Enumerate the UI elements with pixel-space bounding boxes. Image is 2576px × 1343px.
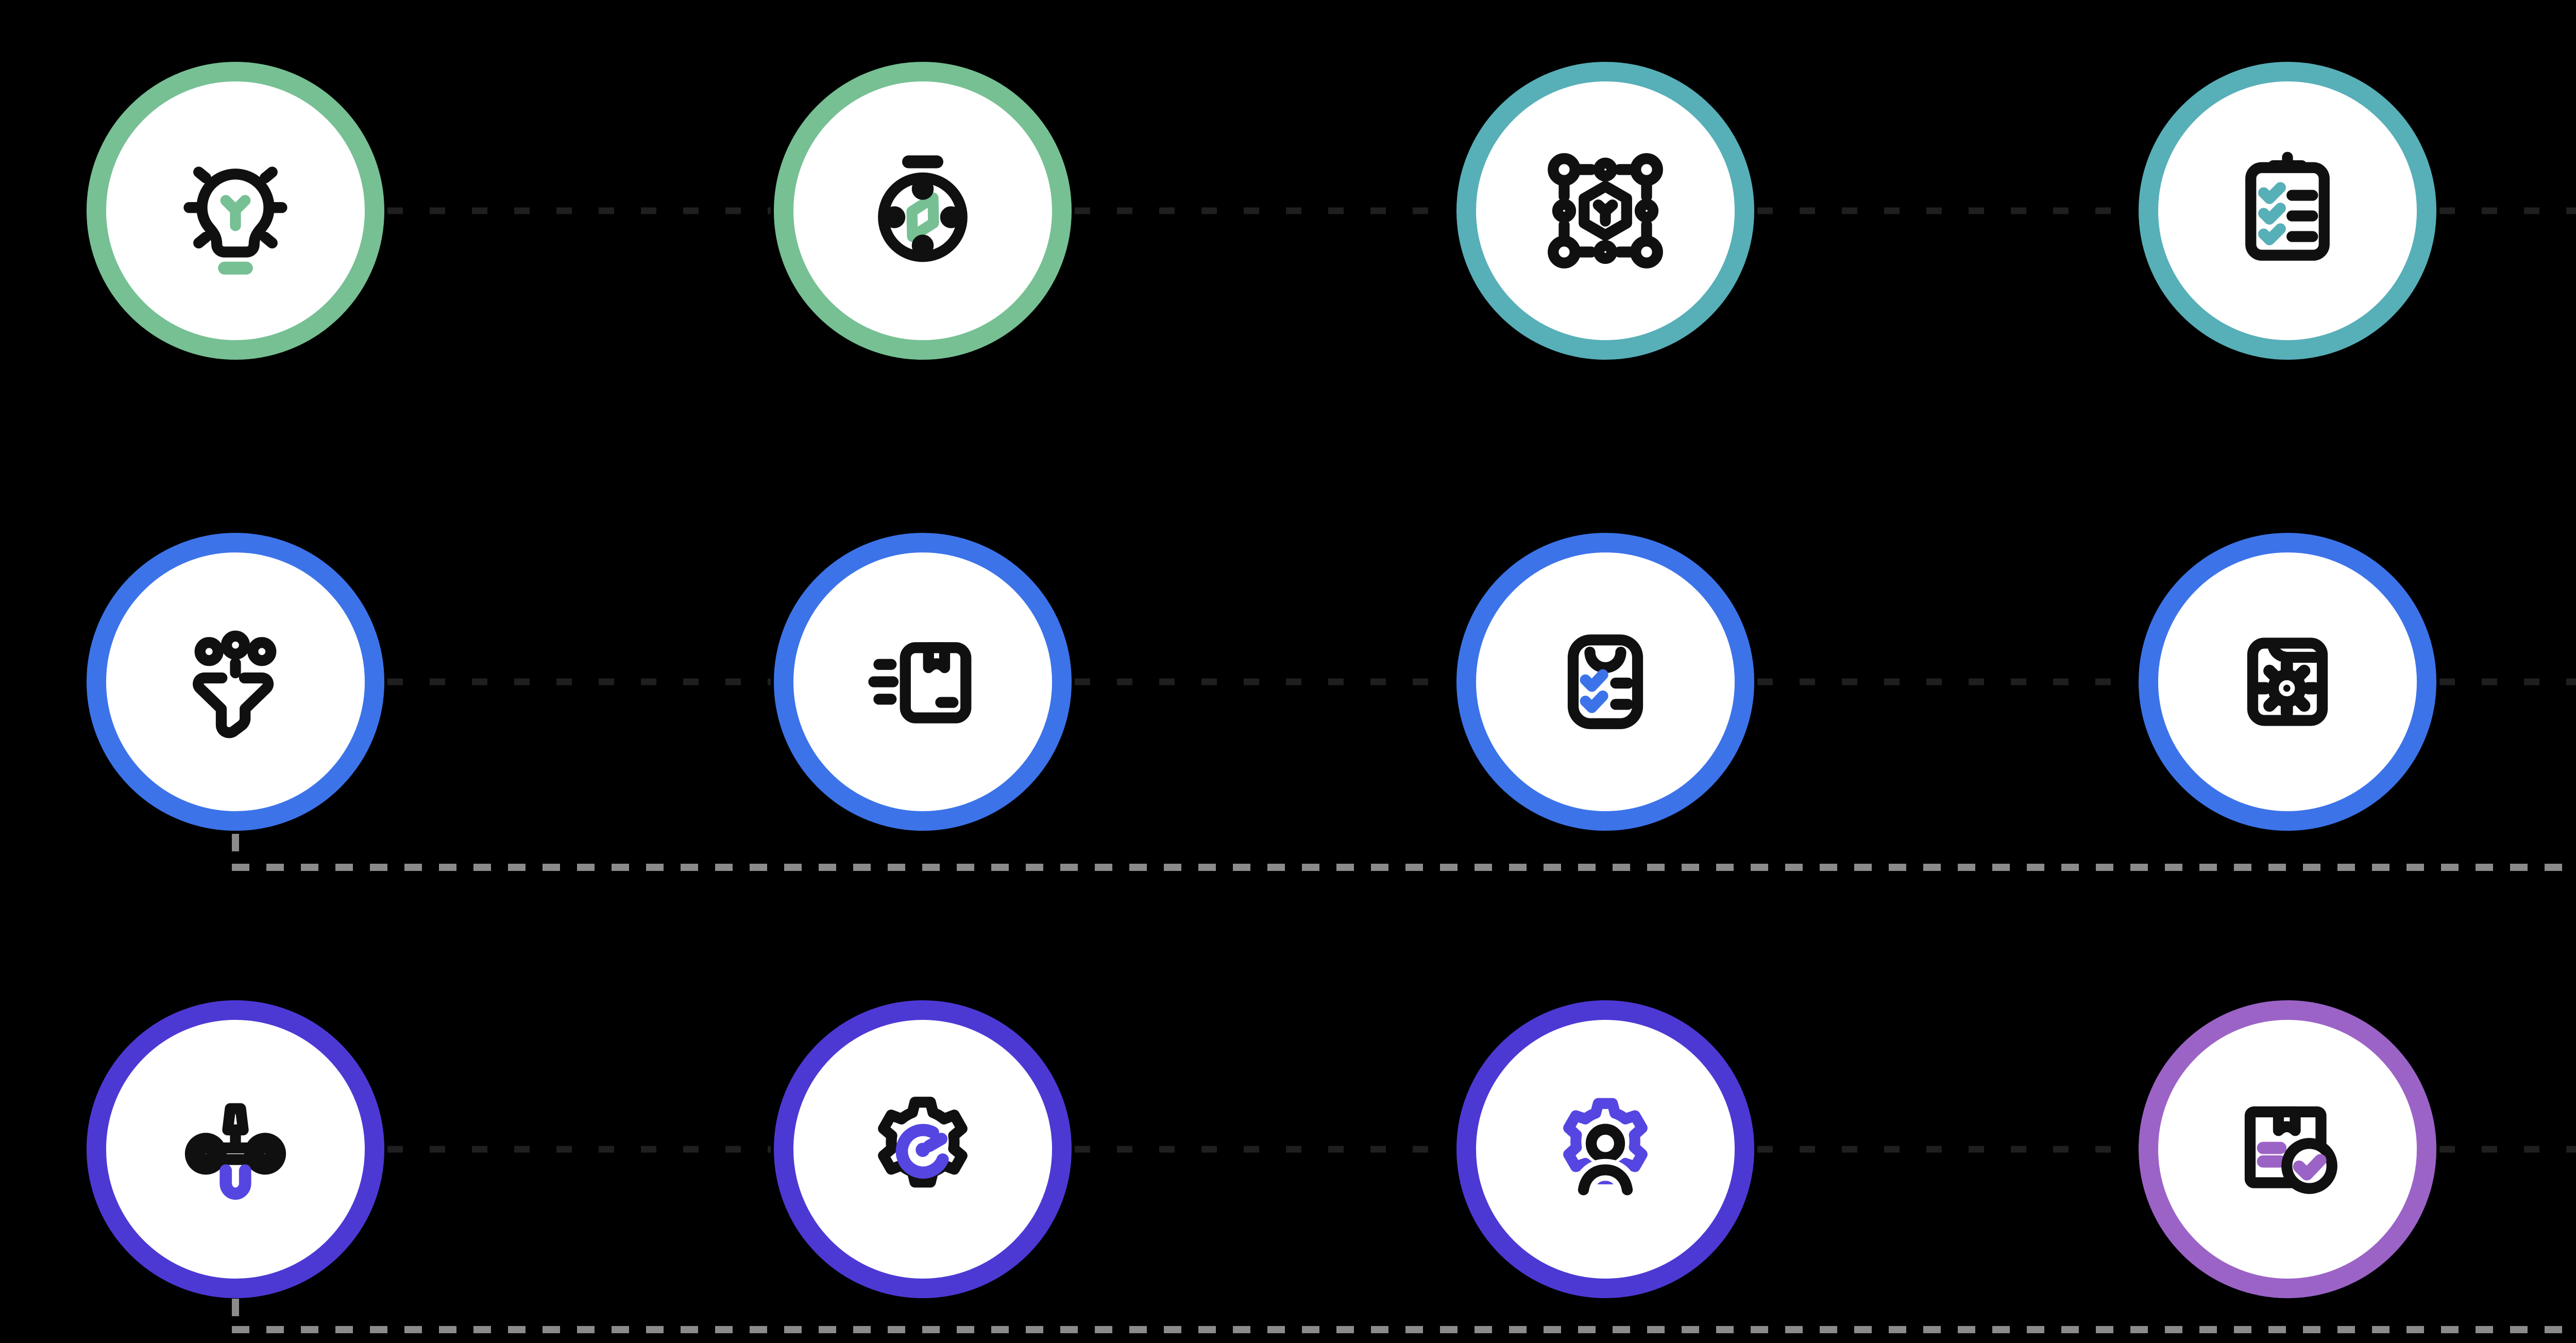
stage-circle-r3c4 [2139,1000,2436,1298]
stage-circle-r2c4 [2139,533,2436,831]
stage-circle-r2c2 [774,533,1072,831]
lightbulb-idea-icon [183,166,287,275]
stage-circle-r3c2 [774,1000,1072,1298]
compass-icon [878,155,968,262]
gear-gauge-icon [878,1097,968,1188]
stage-circle-r1c1 [87,62,384,360]
fast-shipping-box-icon [868,642,972,724]
filter-funnel-icon [193,630,277,738]
stage-circle-r3c3 [1456,1000,1754,1298]
stage-circle-r1c2 [774,62,1072,360]
stage-circle-r1c3 [1456,62,1754,360]
stage-circle-r3c1 [87,1000,384,1298]
loop-connectors-gray [232,834,2576,1333]
package-settings-icon [2247,637,2328,726]
task-checklist-icon [1567,634,1643,729]
package-check-icon [2244,1106,2337,1194]
prototype-network-icon [1548,153,1663,268]
stage-circle-r1c4 [2139,62,2436,360]
requirements-checklist-icon [2245,152,2330,261]
user-gear-icon [1563,1098,1648,1201]
stage-circle-r2c3 [1456,533,1754,831]
pivot-tool-icon [184,1103,286,1200]
stage-circle-r2c1 [87,533,384,831]
